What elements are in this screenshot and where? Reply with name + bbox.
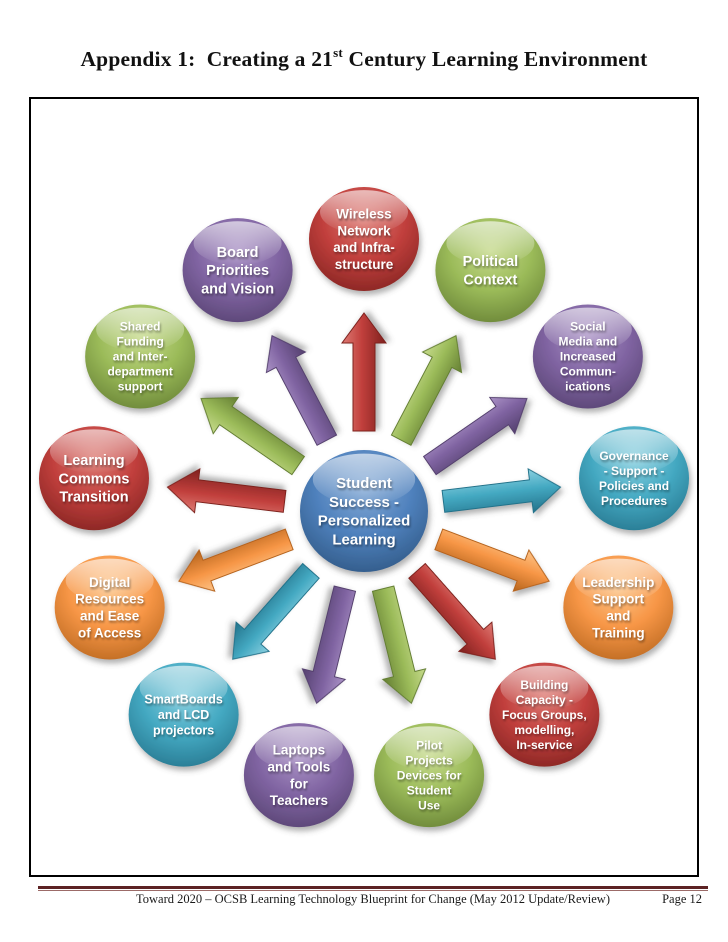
footer-divider-light-line (38, 890, 708, 891)
arrow-smartboards (232, 562, 320, 660)
title-text: Appendix 1: Creating a 21 (80, 47, 334, 72)
arrow-pilot-projects (371, 585, 427, 705)
arrow-social-media (422, 396, 528, 476)
arrow-political-context (390, 334, 463, 446)
arrow-laptops-tools (301, 585, 357, 705)
title-superscript: st (333, 45, 343, 60)
footer-divider-dark-line (38, 886, 708, 889)
page-title: Appendix 1: Creating a 21st Century Lear… (0, 45, 728, 72)
arrow-leadership (434, 528, 550, 592)
page-footer: Toward 2020 – OCSB Learning Technology B… (38, 892, 708, 907)
title-text-suffix: Century Learning Environment (342, 47, 648, 72)
arrow-building-capacity (408, 562, 496, 660)
arrow-learning-commons (166, 467, 287, 514)
arrow-board-priorities (265, 334, 338, 446)
arrow-shared-funding (200, 396, 306, 476)
arrow-wireless-network (341, 312, 387, 432)
footer-text: Toward 2020 – OCSB Learning Technology B… (136, 892, 610, 906)
footer-divider (38, 886, 708, 891)
page-number: Page 12 (662, 892, 702, 906)
arrow-digital-resources (178, 528, 294, 592)
arrow-governance (441, 467, 562, 514)
